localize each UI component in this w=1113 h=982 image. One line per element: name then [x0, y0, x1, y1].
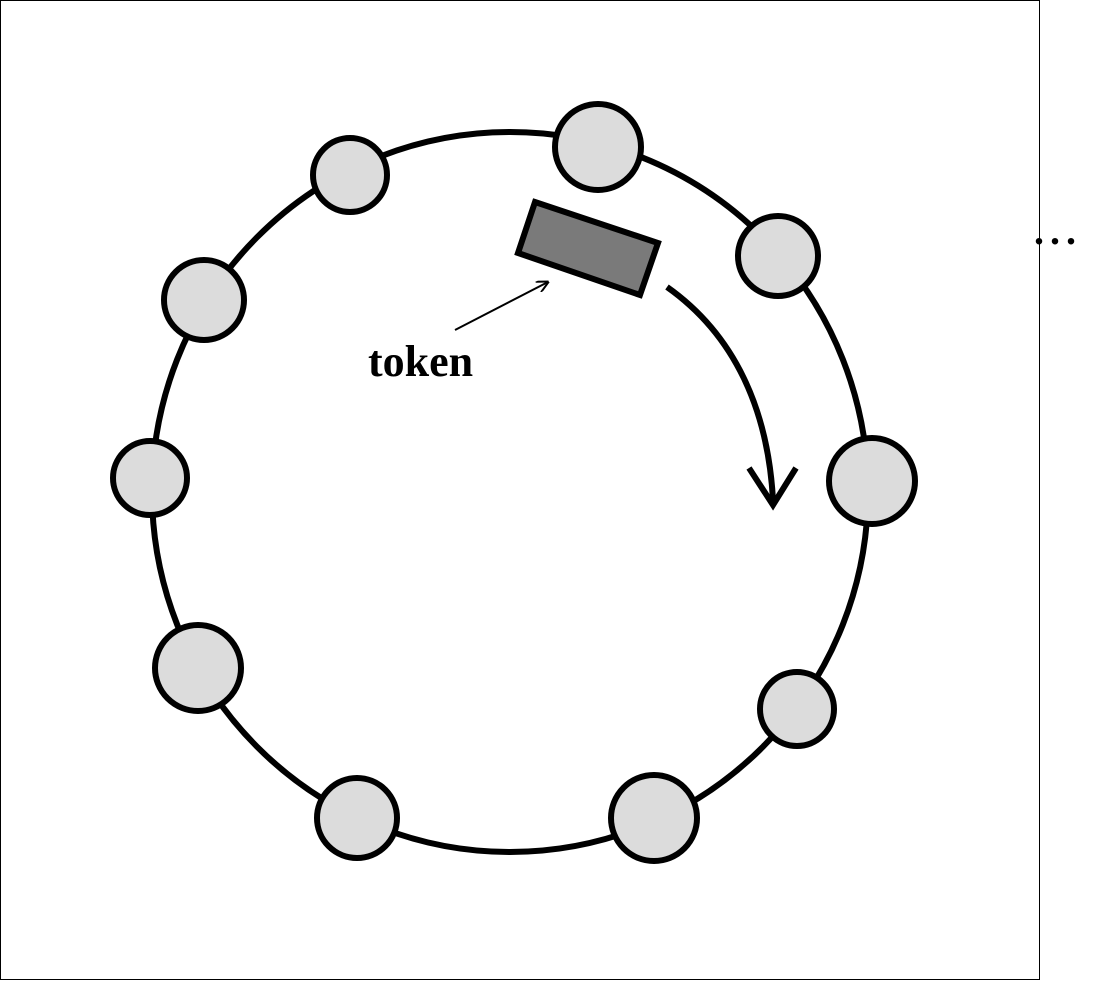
token-block — [514, 198, 662, 299]
direction-arrowhead — [746, 466, 799, 511]
ring-node — [161, 257, 247, 343]
token-label: token — [368, 337, 473, 386]
ring-node — [310, 135, 390, 215]
diagram-frame — [0, 0, 1040, 980]
ring-node — [608, 772, 700, 864]
ring-node — [110, 438, 190, 518]
ring-node — [757, 669, 837, 749]
ring-node — [152, 622, 244, 714]
ring-node — [314, 775, 400, 861]
direction-arrow — [665, 284, 776, 501]
continuation-ellipsis: ... — [1034, 208, 1082, 253]
ring-node — [552, 101, 644, 193]
ring-node — [826, 435, 918, 527]
ring-nodes — [110, 101, 918, 864]
ring-node — [735, 213, 821, 299]
token-pointer-arrow — [454, 282, 548, 331]
